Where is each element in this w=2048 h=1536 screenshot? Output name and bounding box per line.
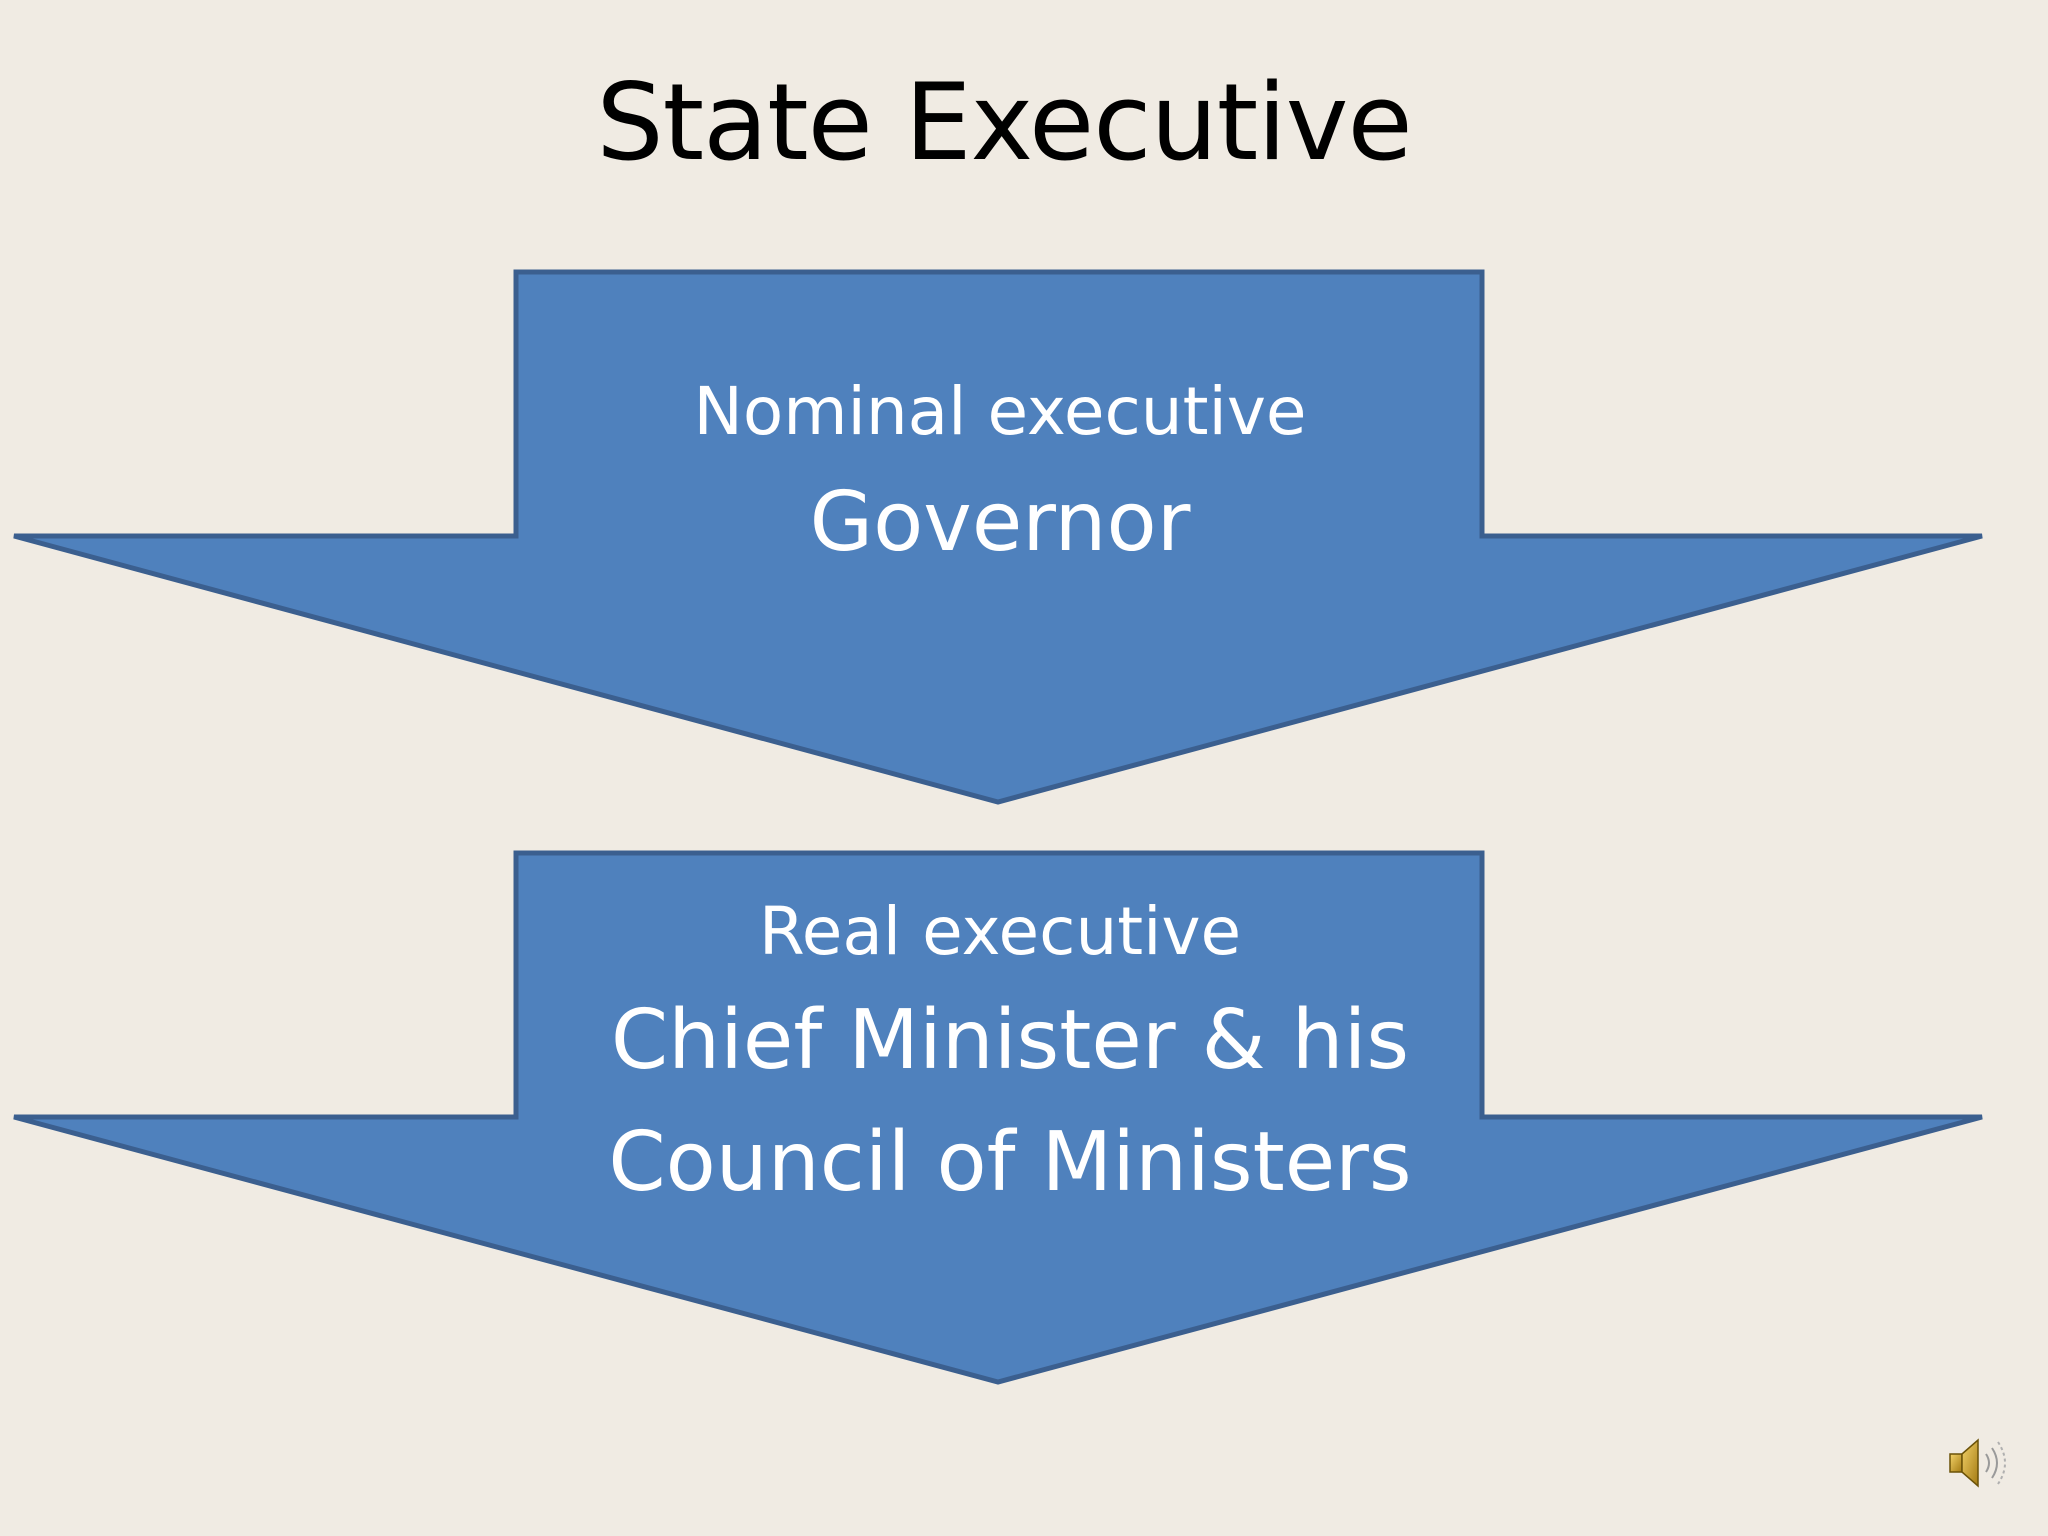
chief-minister-label: Chief Minister & his Council of Minister…: [608, 993, 1412, 1210]
real-executive-label: Real executive: [758, 893, 1242, 970]
governor-label: Governor: [809, 475, 1191, 570]
speaker-icon[interactable]: [1944, 1430, 2010, 1496]
nominal-executive-label: Nominal executive: [693, 373, 1307, 450]
slide-title: State Executive: [596, 61, 1412, 184]
